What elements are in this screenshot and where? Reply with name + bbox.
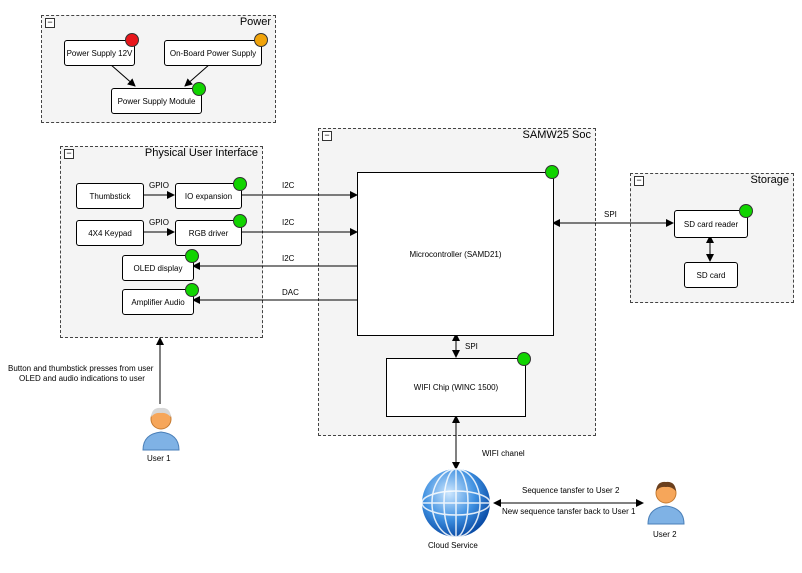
soc-group-header: − SAMW25 Soc (319, 129, 595, 143)
spi-label: SPI (604, 210, 617, 219)
io-expansion-box[interactable]: IO expansion (175, 183, 242, 209)
wifi-chanel-label: WIFI chanel (482, 449, 525, 458)
user-2-label: User 2 (653, 530, 677, 539)
box-label: Power Supply 12V (66, 48, 133, 58)
box-label: Power Supply Module (117, 96, 196, 106)
box-label: SD card (696, 270, 726, 280)
box-label: Microcontroller (SAMD21) (409, 249, 502, 259)
status-orange-icon (254, 33, 268, 47)
collapse-icon[interactable]: − (634, 176, 644, 186)
storage-group-header: − Storage (631, 174, 793, 188)
power-group-title: Power (239, 16, 271, 28)
status-green-icon (517, 352, 531, 366)
status-green-icon (233, 214, 247, 228)
box-label: 4X4 Keypad (88, 228, 132, 238)
box-label: Amplifier Audio (131, 297, 185, 307)
user-note-label: OLED and audio indications to user (19, 374, 145, 383)
user-1-label: User 1 (147, 454, 171, 463)
cloud-service-globe-icon (421, 468, 491, 538)
wifi-chip-box[interactable]: WIFI Chip (WINC 1500) (386, 358, 526, 417)
dac-label: DAC (282, 288, 299, 297)
status-green-icon (185, 249, 199, 263)
power-supply-12v-box[interactable]: Power Supply 12V (64, 40, 135, 66)
sequence-transfer-label: Sequence tansfer to User 2 (522, 486, 620, 495)
edge-onboard-psm (184, 63, 211, 87)
collapse-icon[interactable]: − (322, 131, 332, 141)
sequence-back-label: New sequence tansfer back to User 1 (502, 507, 636, 516)
status-green-icon (233, 177, 247, 191)
soc-group-title: SAMW25 Soc (522, 129, 591, 141)
user-note-label: Button and thumbstick presses from user (8, 364, 154, 373)
sd-card-reader-box[interactable]: SD card reader (674, 210, 748, 238)
keypad-box[interactable]: 4X4 Keypad (76, 220, 144, 246)
box-label: Thumbstick (89, 191, 131, 201)
onboard-power-supply-box[interactable]: On-Board Power Supply (164, 40, 262, 66)
pui-group-header: − Physical User Interface (61, 147, 262, 161)
box-label: SD card reader (683, 219, 739, 229)
power-group-header: − Power (42, 16, 275, 30)
user-2-avatar-icon (647, 481, 685, 525)
collapse-icon[interactable]: − (64, 149, 74, 159)
storage-group-title: Storage (750, 174, 789, 186)
microcontroller-box[interactable]: Microcontroller (SAMD21) (357, 172, 554, 336)
cloud-service-label: Cloud Service (428, 541, 478, 550)
status-red-icon (125, 33, 139, 47)
rgb-driver-box[interactable]: RGB driver (175, 220, 242, 246)
box-label: RGB driver (188, 228, 229, 238)
status-green-icon (185, 283, 199, 297)
thumbstick-box[interactable]: Thumbstick (76, 183, 144, 209)
gpio-label: GPIO (149, 181, 170, 190)
i2c-label: I2C (282, 218, 295, 227)
box-label: WIFI Chip (WINC 1500) (413, 383, 499, 392)
box-label: On-Board Power Supply (169, 48, 257, 58)
spi-label: SPI (465, 342, 478, 351)
i2c-label: I2C (282, 254, 295, 263)
oled-display-box[interactable]: OLED display (122, 255, 194, 281)
power-supply-module-box[interactable]: Power Supply Module (111, 88, 202, 114)
user-1-avatar-icon (142, 407, 180, 451)
pui-group-title: Physical User Interface (144, 147, 258, 159)
box-label: IO expansion (184, 191, 233, 201)
gpio-label: GPIO (149, 218, 170, 227)
status-green-icon (192, 82, 206, 96)
box-label: OLED display (133, 263, 183, 273)
sd-card-box[interactable]: SD card (684, 262, 738, 288)
status-green-icon (545, 165, 559, 179)
edge-ps12-psm (109, 63, 136, 87)
collapse-icon[interactable]: − (45, 18, 55, 28)
amplifier-audio-box[interactable]: Amplifier Audio (122, 289, 194, 315)
i2c-label: I2C (282, 181, 295, 190)
status-green-icon (739, 204, 753, 218)
